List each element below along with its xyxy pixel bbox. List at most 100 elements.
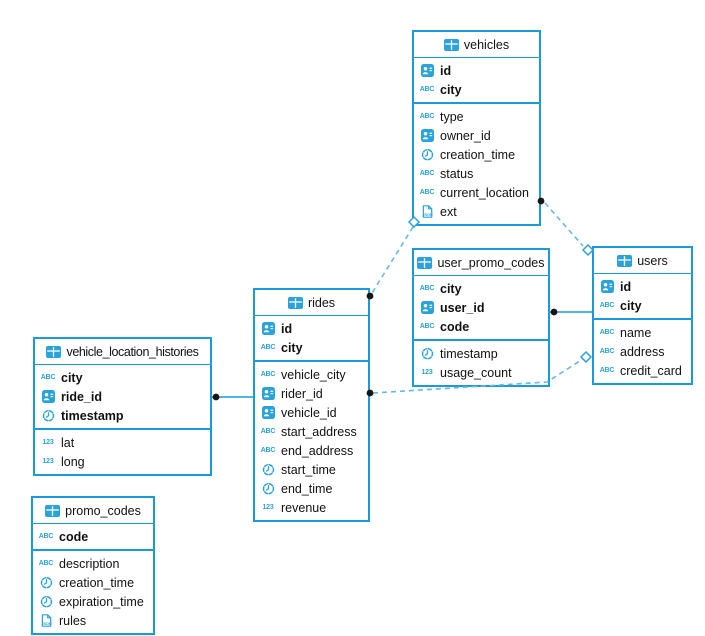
column-end_time[interactable]: end_time [255, 479, 368, 498]
column-timestamp[interactable]: timestamp [35, 406, 210, 425]
id-badge-type-icon [40, 390, 56, 403]
column-name: ext [440, 204, 457, 219]
clock-type-icon [40, 409, 56, 422]
abc-string-type-icon: ABC [599, 329, 615, 336]
column-credit_card[interactable]: ABC credit_card [594, 361, 691, 380]
column-name: credit_card [620, 363, 682, 378]
column-user_id[interactable]: user_id [414, 298, 548, 317]
abc-string-type-icon: ABC [419, 285, 435, 292]
column-ride_id[interactable]: ride_id [35, 387, 210, 406]
table-header[interactable]: promo_codes [33, 498, 153, 524]
table-icon [417, 256, 433, 269]
column-id[interactable]: id [414, 61, 539, 80]
column-owner_id[interactable]: owner_id [414, 126, 539, 145]
relationship-vehicles-users [544, 202, 584, 247]
id-badge-type-icon [419, 64, 435, 77]
column-rules[interactable]: JSON rules [33, 611, 153, 630]
table-title: vehicle_location_histories [66, 344, 199, 359]
table-header[interactable]: vehicle_location_histories [35, 339, 210, 365]
column-code[interactable]: ABC code [33, 527, 153, 546]
column-id[interactable]: id [594, 277, 691, 296]
column-creation_time[interactable]: creation_time [33, 573, 153, 592]
column-name: code [59, 529, 89, 544]
clock-type-icon [260, 463, 276, 476]
column-creation_time[interactable]: creation_time [414, 145, 539, 164]
column-name: ride_id [61, 389, 102, 404]
column-name: city [281, 340, 303, 355]
column-timestamp[interactable]: timestamp [414, 344, 548, 363]
id-badge-type-icon [260, 406, 276, 419]
column-name: creation_time [59, 575, 135, 590]
abc-string-type-icon: ABC [599, 367, 615, 374]
json-doc-type-icon: JSON [419, 205, 435, 218]
column-name: end_address [281, 443, 354, 458]
relationship-endpoint-dot [550, 308, 558, 316]
column-ext[interactable]: JSON ext [414, 202, 539, 221]
column-name: start_address [281, 424, 357, 439]
column-name: creation_time [440, 147, 516, 162]
json-doc-type-icon: JSON [38, 614, 54, 627]
column-name: id [281, 321, 293, 336]
column-name: long [61, 454, 85, 469]
table-header[interactable]: vehicles [414, 32, 539, 58]
abc-string-type-icon: ABC [419, 189, 435, 196]
column-name: current_location [440, 185, 529, 200]
abc-string-type-icon: ABC [419, 170, 435, 177]
id-badge-type-icon [599, 280, 615, 293]
column-city[interactable]: ABC city [255, 338, 368, 357]
column-name: user_id [440, 300, 485, 315]
abc-string-type-icon: ABC [260, 344, 276, 351]
column-rider_id[interactable]: rider_id [255, 384, 368, 403]
table-icon [617, 254, 633, 267]
column-start_time[interactable]: start_time [255, 460, 368, 479]
clock-type-icon [38, 595, 54, 608]
abc-string-type-icon: ABC [38, 533, 54, 540]
column-current_location[interactable]: ABC current_location [414, 183, 539, 202]
table-title: vehicles [463, 37, 510, 52]
clock-type-icon [260, 482, 276, 495]
column-expiration_time[interactable]: expiration_time [33, 592, 153, 611]
id-badge-type-icon [419, 129, 435, 142]
table-header[interactable]: users [594, 248, 691, 274]
abc-string-type-icon: ABC [260, 447, 276, 454]
column-id[interactable]: id [255, 319, 368, 338]
column-name: revenue [281, 500, 327, 515]
relationship-endpoint-dot [212, 393, 220, 401]
table-header[interactable]: rides [255, 290, 368, 316]
column-vehicle_id[interactable]: vehicle_id [255, 403, 368, 422]
column-name: city [440, 82, 462, 97]
table-header[interactable]: user_promo_codes [414, 250, 548, 276]
abc-string-type-icon: ABC [419, 323, 435, 330]
column-name: rules [59, 613, 87, 628]
column-end_address[interactable]: ABC end_address [255, 441, 368, 460]
